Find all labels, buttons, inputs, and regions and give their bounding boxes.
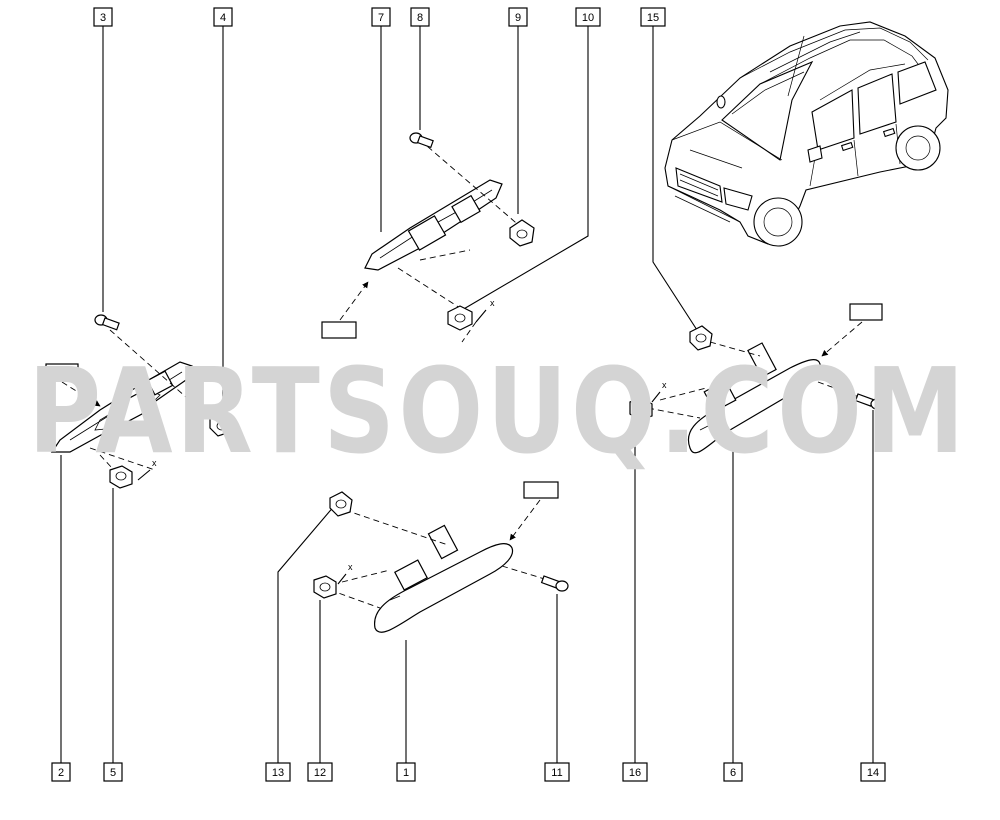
svg-text:16: 16: [629, 767, 641, 779]
handle-assembly-right: x: [629, 303, 884, 454]
svg-text:9: 9: [515, 12, 521, 24]
callout-6: 6: [723, 762, 743, 782]
callout-15: 15: [640, 7, 666, 27]
callout-7: 7: [371, 7, 391, 27]
clip-4: [209, 411, 233, 437]
callout-3: 3: [93, 7, 113, 27]
handle-assembly-bottom: x: [313, 481, 569, 633]
watermark-text: PARTSOUQ.COM: [28, 342, 968, 480]
callout-1: 1: [396, 762, 416, 782]
label-tag-bottom: [523, 481, 559, 499]
vehicle-illustration: [664, 21, 949, 247]
svg-text:13: 13: [272, 767, 284, 779]
nut-5: [109, 465, 133, 489]
callout-10: 10: [575, 7, 601, 27]
callout-2: 2: [51, 762, 71, 782]
svg-text:3: 3: [100, 12, 106, 24]
callout-16: 16: [622, 762, 648, 782]
callout-9: 9: [508, 7, 528, 27]
handle-assembly-top: x: [321, 132, 535, 343]
svg-text:4: 4: [220, 12, 226, 24]
door-handle-1: [374, 543, 514, 633]
svg-text:10: 10: [582, 12, 594, 24]
callout-13: 13: [265, 762, 291, 782]
svg-text:14: 14: [867, 767, 879, 779]
callout-5: 5: [103, 762, 123, 782]
svg-text:2: 2: [58, 767, 64, 779]
svg-text:11: 11: [551, 767, 562, 779]
callout-labels: 3 4 7 8 9 10 15 2: [51, 7, 886, 782]
screw-3: [94, 314, 120, 331]
door-handle-6: [687, 359, 822, 454]
svg-text:5: 5: [110, 767, 116, 779]
nut-10: [447, 305, 473, 331]
clip-13: [329, 491, 353, 517]
callout-11: 11: [544, 762, 570, 782]
leader-10: [461, 26, 589, 311]
x-marker-bottom: x: [348, 562, 353, 572]
svg-text:12: 12: [314, 767, 326, 779]
svg-text:7: 7: [378, 12, 384, 24]
callout-4: 4: [213, 7, 233, 27]
screw-11: [540, 575, 569, 592]
clip-9: [509, 219, 535, 247]
callout-12: 12: [307, 762, 333, 782]
svg-text:15: 15: [647, 12, 659, 24]
leader-13: [277, 504, 336, 763]
x-marker-top: x: [490, 298, 495, 308]
screw-8: [409, 132, 434, 149]
leader-lines: [60, 26, 874, 763]
callout-8: 8: [410, 7, 430, 27]
label-tag-top: [321, 321, 357, 339]
label-tag-left: [45, 363, 79, 381]
svg-text:1: 1: [403, 767, 409, 779]
nut-12: [313, 575, 337, 599]
screw-14: [854, 393, 884, 410]
nut-16: [629, 397, 653, 421]
svg-text:8: 8: [417, 12, 423, 24]
svg-text:6: 6: [730, 767, 736, 779]
callout-14: 14: [860, 762, 886, 782]
x-marker-right: x: [662, 380, 667, 390]
label-tag-right: [849, 303, 883, 321]
x-marker-left: x: [152, 458, 157, 468]
handle-assembly-left: x: [45, 314, 233, 489]
leader-15: [652, 26, 698, 331]
clip-15: [689, 325, 713, 351]
